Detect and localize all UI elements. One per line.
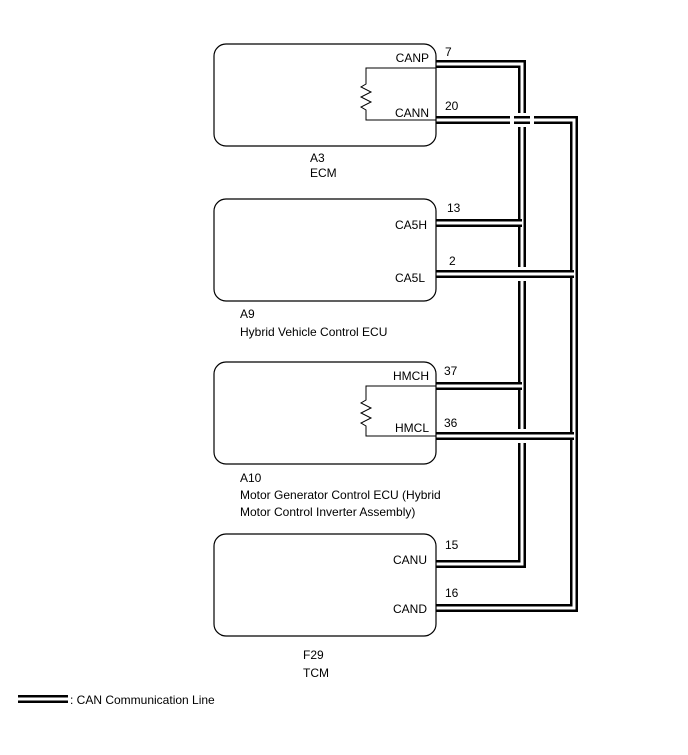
can-high-bus (436, 60, 526, 568)
hv-pin-ca5l-label: CA5L (395, 271, 425, 285)
hv-ecu-box: CA5H 13 CA5L 2 A9 Hybrid Vehicle Control… (213, 198, 461, 339)
hv-name-line-1: Hybrid Vehicle Control ECU (240, 325, 387, 339)
tcm-pin-canu-number: 15 (445, 538, 459, 552)
hv-pin-ca5h-label: CA5H (395, 218, 427, 232)
ecm-pin-canp-label: CANP (396, 51, 429, 65)
hv-pin-ca5h-number: 13 (447, 201, 461, 215)
mg-pin-hmcl-label: HMCL (395, 421, 429, 435)
mg-pin-hmch-label: HMCH (393, 369, 429, 383)
mg-terminating-resistor (359, 385, 436, 437)
ecm-box: CANP 7 CANN 20 A3 ECM (213, 43, 459, 180)
tcm-pin-cand-number: 16 (445, 586, 459, 600)
mg-code: A10 (240, 471, 262, 485)
ecm-pin-canp-number: 7 (445, 45, 452, 59)
tcm-name-line-1: TCM (303, 666, 329, 680)
legend-label: : CAN Communication Line (70, 693, 215, 707)
ecm-code: A3 (310, 151, 325, 165)
ecm-pin-cann-label: CANN (395, 106, 429, 120)
ecm-name-line-1: ECM (310, 166, 337, 180)
ecm-pin-cann-number: 20 (445, 99, 459, 113)
hv-code: A9 (240, 307, 255, 321)
mg-ecu-box: HMCH 37 HMCL 36 A10 Motor Generator Cont… (213, 361, 458, 519)
legend: : CAN Communication Line (18, 693, 215, 707)
mg-name-line-1: Motor Generator Control ECU (Hybrid (240, 488, 441, 502)
ecm-terminating-resistor (359, 67, 436, 121)
hv-pin-ca5l-number: 2 (449, 254, 456, 268)
can-low-bus (436, 116, 578, 612)
mg-pin-hmch-number: 37 (444, 364, 458, 378)
tcm-box: CANU 15 CAND 16 F29 TCM (213, 533, 459, 680)
bus-breaks (510, 115, 534, 125)
mg-pin-hmcl-number: 36 (444, 416, 458, 430)
tcm-pin-canu-label: CANU (393, 553, 427, 567)
mg-name-line-2: Motor Control Inverter Assembly) (240, 505, 415, 519)
tcm-code: F29 (303, 648, 324, 662)
tcm-pin-cand-label: CAND (393, 602, 427, 616)
